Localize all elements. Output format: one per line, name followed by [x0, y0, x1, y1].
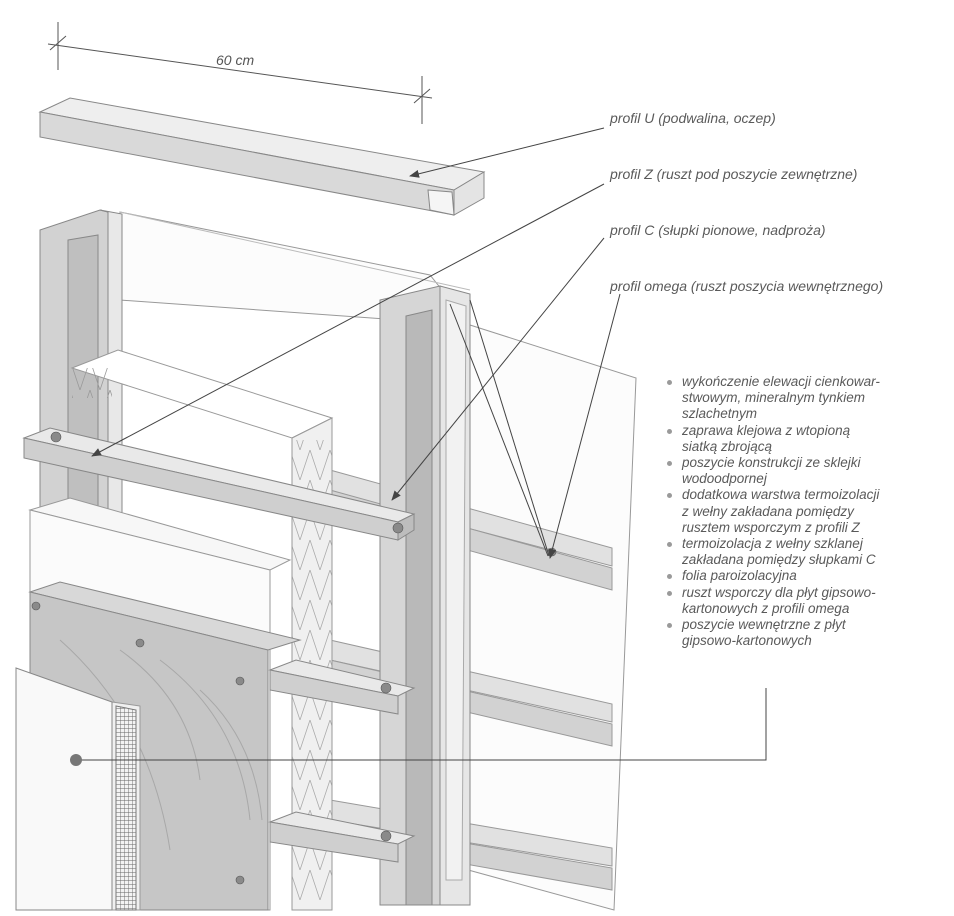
gypsum-board — [119, 211, 637, 911]
dimension-line — [47, 22, 433, 124]
leader-lines — [78, 127, 767, 761]
layer-item: wykończenie elewacji cienkowar- stwowym,… — [665, 374, 954, 423]
callout-profil-u: profil U (podwalina, oczep) — [610, 110, 776, 126]
callout-profil-z: profil Z (ruszt pod poszycie zewnętrzne) — [610, 166, 858, 182]
layer-item: folia paroizolacyjna — [665, 568, 954, 584]
layer-item: dodatkowa warstwa termoizolacji z wełny … — [665, 487, 954, 536]
callout-profil-omega: profil omega (ruszt poszycia wewnętrzneg… — [610, 278, 884, 294]
layer-item: ruszt wsporczy dla płyt gipsowo- kartono… — [665, 585, 954, 617]
profil-z-rails — [22, 427, 416, 863]
callout-dot — [70, 754, 82, 766]
dimension-label: 60 cm — [216, 52, 255, 68]
layer-item: poszycie wewnętrzne z płyt gipsowo-karto… — [665, 617, 954, 649]
profil-u-piece — [38, 97, 486, 216]
render-finish — [15, 667, 113, 911]
layer-legend: wykończenie elewacji cienkowar- stwowym,… — [665, 374, 954, 649]
layer-item: zaprawa klejowa z wtopioną siatką zbroją… — [665, 423, 954, 455]
callout-profil-c: profil C (słupki pionowe, nadproża) — [610, 222, 826, 238]
layer-item: poszycie konstrukcji ze sklejki wodoodpo… — [665, 455, 954, 487]
layer-item: termoizolacja z wełny szklanej zakładana… — [665, 536, 954, 568]
profil-c-right — [379, 285, 471, 906]
reinforcing-mesh — [111, 701, 141, 911]
